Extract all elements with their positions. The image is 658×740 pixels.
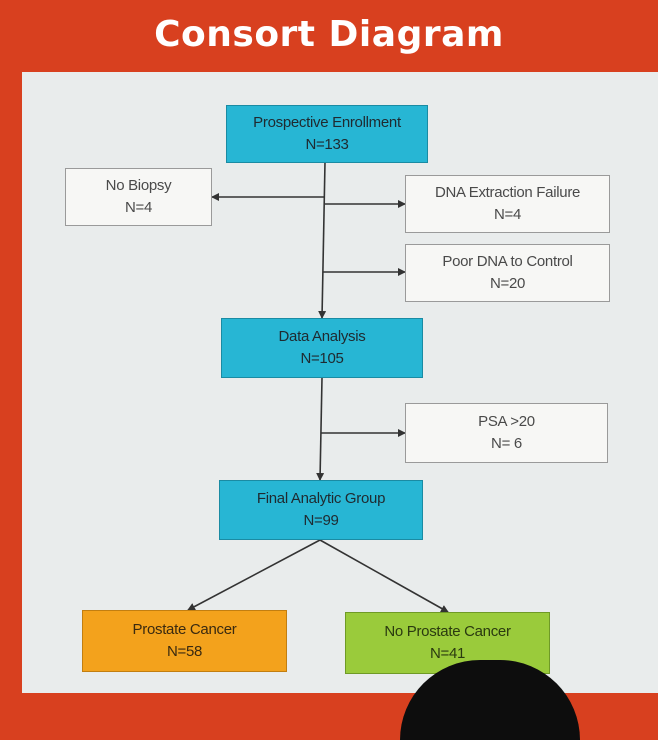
no-biopsy-count: N=4 [124,199,153,216]
main-trunk-2 [316,377,325,481]
final-group-box: Final Analytic Group N=99 [219,480,423,540]
slide-title: Consort Diagram [154,14,504,55]
data-analysis-count: N=105 [300,350,344,367]
enrollment-label: Prospective Enrollment [253,114,401,131]
enrollment-box: Prospective Enrollment N=133 [226,105,428,163]
dna-failure-count: N=4 [493,206,522,223]
psa-label: PSA >20 [478,413,535,430]
data-analysis-label: Data Analysis [278,328,366,345]
data-analysis-box: Data Analysis N=105 [221,318,423,378]
dna-failure-label: DNA Extraction Failure [434,184,581,201]
prostate-cancer-label: Prostate Cancer [132,621,237,638]
poor-dna-box: Poor DNA to Control N=20 [405,244,610,302]
psa-count: N= 6 [491,435,522,452]
prostate-cancer-box: Prostate Cancer N=58 [82,610,287,672]
flow-connectors [187,161,449,613]
main-trunk-1 [318,161,327,319]
poor-dna-count: N=20 [489,275,526,292]
arrow-to-no-prostate-cancer [319,539,449,613]
arrow-to-prostate-cancer [187,539,321,611]
no-biopsy-label: No Biopsy [105,177,172,194]
poor-dna-label: Poor DNA to Control [442,253,573,270]
final-group-label: Final Analytic Group [256,490,386,507]
no-prostate-cancer-count: N=41 [429,645,466,662]
prostate-cancer-count: N=58 [166,643,203,660]
no-biopsy-box: No Biopsy N=4 [65,168,212,226]
final-group-count: N=99 [303,512,339,529]
no-prostate-cancer-label: No Prostate Cancer [384,623,511,640]
dna-failure-box: DNA Extraction Failure N=4 [405,175,610,233]
psa-box: PSA >20 N= 6 [405,403,608,463]
enrollment-count: N=133 [305,136,349,153]
